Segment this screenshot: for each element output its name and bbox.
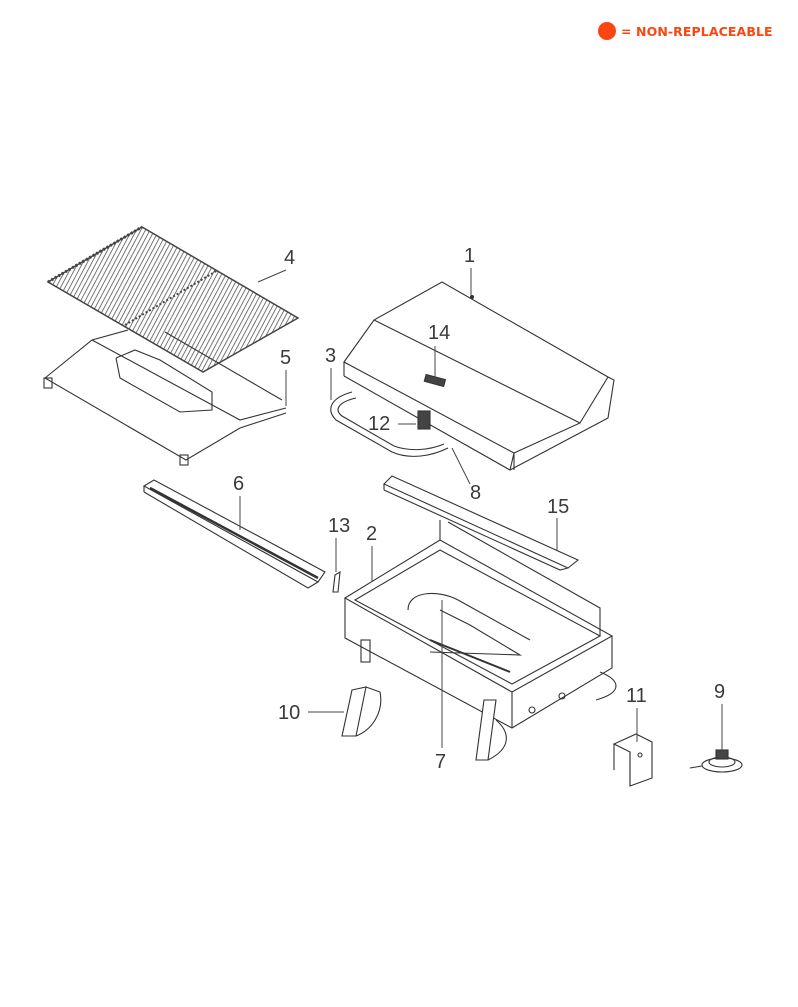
callout-3: 3 bbox=[325, 345, 337, 367]
leg-drawing bbox=[341, 686, 382, 737]
callout-12: 12 bbox=[368, 413, 391, 435]
callout-10: 10 bbox=[278, 702, 301, 724]
callout-1: 1 bbox=[464, 245, 476, 267]
callout-11: 11 bbox=[626, 685, 647, 707]
grease-tray-drawing bbox=[142, 479, 326, 589]
callout-15: 15 bbox=[547, 496, 570, 518]
callout-2: 2 bbox=[366, 523, 378, 545]
callout-6: 6 bbox=[233, 473, 245, 495]
heat-deflector-drawing bbox=[43, 329, 287, 466]
rear-hinge-bar-drawing bbox=[383, 475, 580, 571]
callout-8: 8 bbox=[470, 482, 482, 504]
control-bracket-drawing bbox=[612, 733, 653, 787]
legend-text: = NON-REPLACEABLE bbox=[621, 23, 773, 39]
callout-5: 5 bbox=[280, 347, 292, 369]
non-replaceable-marker-icon bbox=[598, 22, 616, 40]
firebox-drawing bbox=[343, 520, 617, 761]
callout-14: 14 bbox=[428, 322, 451, 344]
callout-7: 7 bbox=[435, 751, 447, 773]
regulator-drawing bbox=[689, 749, 743, 773]
callout-9: 9 bbox=[714, 681, 726, 703]
callout-leaders bbox=[239, 268, 723, 750]
cooking-grate-drawing bbox=[46, 225, 300, 373]
callout-13: 13 bbox=[328, 515, 351, 537]
legend: = NON-REPLACEABLE bbox=[598, 22, 773, 40]
lid-drawing bbox=[343, 281, 615, 471]
lid-handle-drawing bbox=[330, 391, 449, 457]
igniter-drawing bbox=[332, 570, 341, 593]
callout-4: 4 bbox=[284, 247, 296, 269]
